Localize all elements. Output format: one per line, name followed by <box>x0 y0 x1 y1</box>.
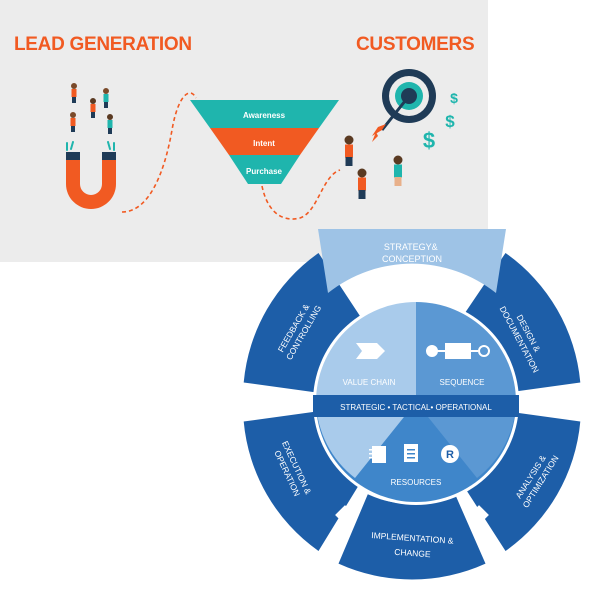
inner-light-wedge <box>316 402 416 478</box>
arrow-fletching-icon <box>372 124 386 136</box>
notebook-icon <box>369 446 386 463</box>
resource-badge-icon <box>441 445 459 463</box>
customer-people-group <box>344 135 403 199</box>
person-icon <box>90 98 96 118</box>
strategic-tactical-operational-label: STRATEGIC • TACTICAL• OPERATIONAL <box>340 403 492 412</box>
sequence-flow-icon <box>426 343 490 359</box>
person-icon <box>344 135 354 166</box>
funnel-label-awareness: Awareness <box>243 111 286 120</box>
lead-generation-heading: LEAD GENERATION <box>14 34 192 55</box>
wheel-segment-execution <box>243 411 358 551</box>
funnel-stage-intent <box>210 128 319 155</box>
funnel-label-purchase: Purchase <box>246 167 283 176</box>
wheel-segment-strategy <box>318 229 506 293</box>
magnet-icon <box>66 152 116 209</box>
process-wheel: R VALUE CHAIN SEQUENCE STRATEGIC • TACTI… <box>243 229 581 580</box>
person-icon <box>103 88 109 108</box>
funnel-stage-awareness <box>190 100 339 128</box>
funnel-stage-purchase <box>229 155 300 184</box>
customers-heading: CUSTOMERS <box>356 34 475 55</box>
person-icon <box>71 83 77 103</box>
person-icon <box>70 112 76 132</box>
resource-badge-letter: R <box>446 449 454 461</box>
sequence-label: SEQUENCE <box>440 378 485 387</box>
sales-funnel: Awareness Intent Purchase <box>190 100 339 184</box>
dashed-path-left <box>121 92 197 213</box>
target-icon <box>372 69 436 142</box>
strategy-conception-label: STRATEGY& CONCEPTION <box>382 242 442 264</box>
funnel-label-intent: Intent <box>253 139 275 148</box>
resources-label: RESOURCES <box>391 478 442 487</box>
wheel-segment-implementation <box>338 494 486 580</box>
inner-strategic-band <box>313 395 519 417</box>
magnet-attraction-lines <box>66 141 115 151</box>
dollar-icon: $ <box>423 128 435 153</box>
inner-mid-wedge <box>416 402 516 478</box>
person-icon <box>393 155 403 186</box>
value-chain-label: VALUE CHAIN <box>343 378 396 387</box>
dollar-signs: $ $ $ <box>423 90 458 153</box>
dollar-icon: $ <box>450 90 458 106</box>
document-icon <box>404 444 418 462</box>
person-icon <box>357 168 367 199</box>
dashed-path-right <box>261 169 341 220</box>
wheel-connector-diamonds <box>269 389 555 525</box>
lead-people-group <box>70 83 113 134</box>
person-icon <box>107 114 113 134</box>
dollar-icon: $ <box>445 112 455 131</box>
wheel-segment-analysis <box>464 411 581 551</box>
value-chain-arrow-icon <box>356 343 385 359</box>
